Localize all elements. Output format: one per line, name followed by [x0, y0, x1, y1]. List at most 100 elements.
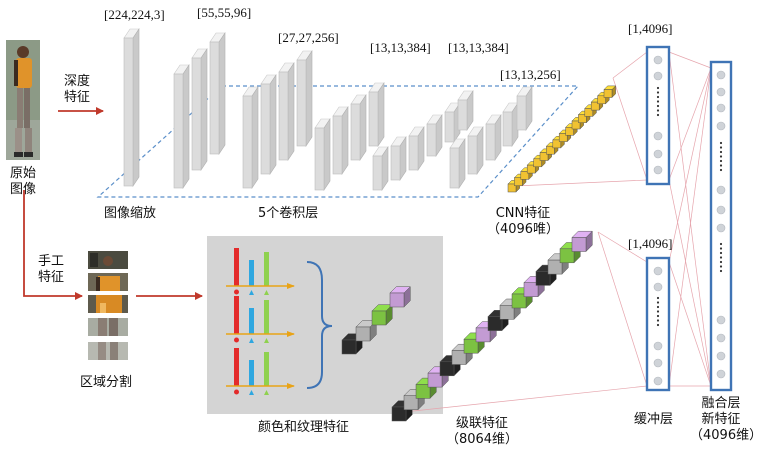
- resize-label: 图像缩放: [104, 206, 157, 221]
- cnn-feature-cube-12-front: [578, 114, 587, 123]
- buffer-bottom-dim: [1,4096]: [628, 236, 673, 251]
- conv5-plate-5: [516, 86, 533, 131]
- panel-feature-cube-2: [355, 320, 377, 342]
- conv1-plate-2: [191, 48, 208, 171]
- conv1-plate-3-front: [209, 41, 220, 155]
- cnn-feature-cube-9-front: [558, 133, 568, 142]
- conv5-plate-4-front: [502, 111, 513, 147]
- buffer-to-fusion-link-3: [668, 51, 712, 387]
- fusion-layer-label-line2: 新特征: [701, 412, 741, 427]
- cnn-feature-cube-2-front: [514, 177, 523, 186]
- fusion-column-node-25: [716, 369, 726, 379]
- conv2-plate-1-side: [251, 86, 259, 189]
- cnn-feature-cube-16-front: [603, 89, 613, 98]
- conv1-plate-3: [209, 32, 226, 155]
- conv5-plate-3: [485, 114, 502, 161]
- conv1-plate-3-side: [218, 32, 226, 155]
- concat-feature-cube-2: [403, 388, 425, 411]
- fusion-column-node-12: [716, 185, 726, 195]
- fusion-column-node-24: [716, 351, 726, 361]
- fusion-column-node-23: [716, 333, 726, 343]
- cnn-to-buffer-link-1: [612, 51, 648, 79]
- concat-feature-cube-13-front: [535, 271, 551, 286]
- fusion-layer-label: 融合层 新特征 （4096维）: [690, 396, 762, 444]
- histogram-marker-triangle: [249, 290, 254, 295]
- buffer-column-top-ellipsis-dot-6: [656, 100, 660, 103]
- buffer-column-top: [645, 45, 671, 186]
- cnn-feature-label-line2: （4096唯）: [486, 222, 560, 237]
- region-crop-1: [88, 251, 128, 269]
- buffer-column-top-node-2: [653, 71, 663, 81]
- concat-feature-cube-6-front: [451, 350, 467, 365]
- buffer-to-fusion-link-1: [668, 51, 712, 69]
- histogram-marker-triangle-green: [264, 390, 269, 395]
- conv1-plate-1-side: [182, 64, 190, 189]
- input-layer-plate-front: [123, 37, 134, 187]
- cnn-feature-cube-3-front: [520, 171, 530, 180]
- conv3-plate-2-front: [332, 115, 343, 175]
- buffer-column-top-node-10: [653, 131, 663, 141]
- fusion-column-ellipsis-dot-21: [719, 269, 723, 273]
- region-crop-3: [88, 295, 128, 313]
- fusion-column-ellipsis-dot-20: [719, 265, 723, 268]
- buffer-column-top-node-11: [653, 149, 663, 159]
- panel-feature-cube-4-front: [389, 292, 405, 308]
- conv4-plate-3-front: [408, 135, 419, 171]
- region-split-label: 区域分割: [80, 375, 133, 390]
- fusion-layer-label-line3: （4096维）: [690, 428, 762, 443]
- conv2-plate-4: [296, 50, 313, 147]
- fusion-column-ellipsis-dot-5: [719, 141, 723, 145]
- buffer-column-bottom: [645, 256, 671, 392]
- concat-to-buffer-link-1: [597, 231, 648, 263]
- brace-icon: [306, 261, 333, 389]
- conv5-plate-2: [467, 126, 484, 175]
- cnn-feature-cube-5-front: [533, 158, 542, 168]
- region-crop-shoulder-icon: [88, 273, 128, 291]
- conv2-plate-2: [260, 74, 277, 175]
- concat-feature-cube-16-front: [571, 237, 587, 252]
- fusion-column-node-1: [716, 70, 726, 80]
- conv4-plate-4-front: [426, 123, 437, 157]
- buffer-column-bottom-ellipsis-dot-7: [656, 314, 660, 318]
- concat-feature-cube-10-front: [499, 305, 515, 320]
- conv2-plate-1: [242, 86, 259, 189]
- fusion-column-node-2: [716, 87, 726, 97]
- conv3-plate-4-front: [368, 91, 379, 147]
- fusion-column-node-13: [716, 205, 726, 215]
- conv2-plate-4-front: [296, 59, 307, 147]
- fusion-column-node-22: [716, 315, 726, 325]
- cnn-feature-label: CNN特征 （4096唯）: [478, 206, 568, 238]
- histogram-marker-triangle: [249, 390, 254, 395]
- conv3-plate-1-side: [323, 118, 331, 191]
- histogram-bar-red: [234, 348, 239, 386]
- conv5-plate-5-front: [516, 95, 527, 131]
- fusion-column-ellipsis-dot-7: [719, 150, 723, 154]
- histogram-marker-circle: [234, 337, 239, 343]
- panel-feature-cube-2-front: [355, 326, 371, 342]
- input-layer-plate-side: [132, 28, 140, 187]
- buffer-column-top-ellipsis-dot-7: [656, 104, 660, 108]
- cnn-feature-cube-15-front: [597, 95, 606, 105]
- layer-dim-conv5: [13,13,256]: [500, 67, 561, 82]
- conv4-plate-6-front: [457, 99, 468, 131]
- conv4-plate-1: [372, 146, 389, 191]
- conv2-plate-4-side: [305, 50, 313, 147]
- concat-feature-cube-12-front: [523, 282, 539, 297]
- buffer-column-bottom-ellipsis-dot-6: [656, 310, 660, 313]
- concat-feature-cube-8-front: [475, 327, 491, 343]
- concat-feature-cube-11-front: [511, 293, 527, 309]
- conv5-plate-2-front: [467, 135, 478, 175]
- diagram-canvas: [23, 28, 733, 422]
- fusion-column-ellipsis-dot-8: [719, 155, 723, 158]
- layer-dim-input: [224,224,3]: [104, 7, 165, 22]
- concat-feature-label: 级联特征 （8064维）: [440, 416, 524, 448]
- conv3-plate-3-front: [350, 103, 361, 161]
- concat-feature-cube-1-front: [391, 406, 407, 422]
- buffer-column-bottom-node-12: [653, 376, 663, 386]
- fusion-column-ellipsis-dot-10: [719, 164, 723, 167]
- hand-feature-label-line1: 手工: [38, 254, 65, 269]
- conv4-plate-3: [408, 126, 425, 171]
- histogram-bar-green: [264, 352, 269, 386]
- region-crop-legs-icon: [88, 342, 128, 360]
- histogram-marker-triangle-green: [264, 338, 269, 343]
